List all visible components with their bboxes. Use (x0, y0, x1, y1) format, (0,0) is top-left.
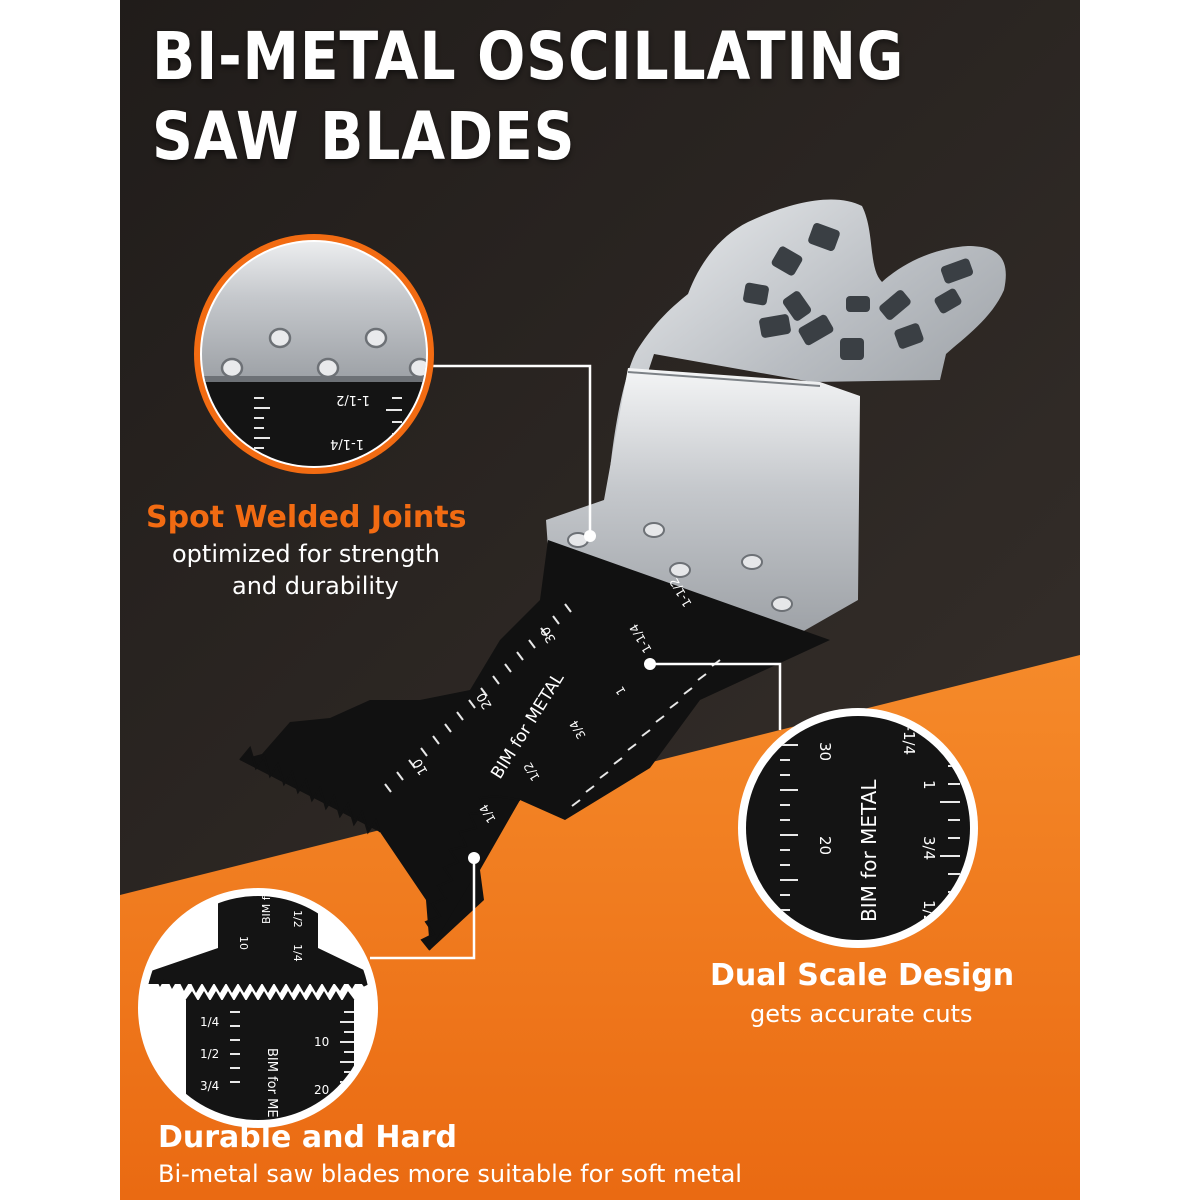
feature-title-durable: Durable and Hard (158, 1120, 457, 1155)
zoom-scale-text: BIM for METAL (857, 779, 881, 922)
zoom-scale-metric-label: 30 (816, 742, 834, 761)
zoom-teeth-lower-label: 10 (314, 1035, 329, 1049)
feature-desc-spot-welded-line-2: and durability (232, 572, 399, 600)
feature-desc-dual-scale: gets accurate cuts (750, 1000, 973, 1028)
zoom-teeth-lower-label: 1/2 (200, 1047, 219, 1061)
zoom-teeth-lower-label: 20 (314, 1083, 329, 1097)
headline-line-2: SAW BLADES (152, 98, 576, 175)
callout-lines (370, 364, 782, 960)
left-margin (0, 0, 120, 1200)
zoom-teeth-lower-label: 3/4 (200, 1079, 219, 1093)
right-margin (1080, 0, 1200, 1200)
blade-metric-label: 20 (474, 690, 495, 712)
blade-metric-label: 30 (538, 624, 559, 646)
zoom-weld-label: 1-1/4 (330, 436, 364, 451)
feature-title-spot-welded: Spot Welded Joints (146, 500, 467, 535)
scale-callout-dot (644, 658, 656, 670)
zoom-teeth-lower-label: 1/4 (200, 1015, 219, 1029)
weld-callout-dot (584, 530, 596, 542)
zoom-scale-imperial-label: 1 (920, 780, 938, 790)
zoom-scale-imperial-label: 3/4 (920, 836, 938, 860)
zoom-teeth-upper-label: 1/4 (291, 944, 304, 962)
zoom-teeth-upper-label: 1/2 (291, 910, 304, 928)
zoom-teeth-upper-text: BIM for ME (260, 865, 273, 924)
headline-line-1: BI-METAL OSCILLATING (152, 18, 905, 95)
feature-title-dual-scale: Dual Scale Design (710, 958, 1015, 993)
teeth-callout-dot (468, 852, 480, 864)
blade-metric-labels: 10 20 30 (410, 624, 559, 778)
zoom-teeth-upper-label: 10 (237, 936, 250, 950)
blade-metric-label: 10 (410, 756, 431, 778)
zoom-weld-label: 1-1/2 (336, 392, 370, 407)
feature-desc-durable: Bi-metal saw blades more suitable for so… (158, 1160, 742, 1188)
zoom-teeth-lower-text: BIM for ME (264, 1048, 279, 1118)
feature-desc-spot-welded-line-1: optimized for strength (172, 540, 440, 568)
zoom-scale-metric-label: 20 (816, 836, 834, 855)
